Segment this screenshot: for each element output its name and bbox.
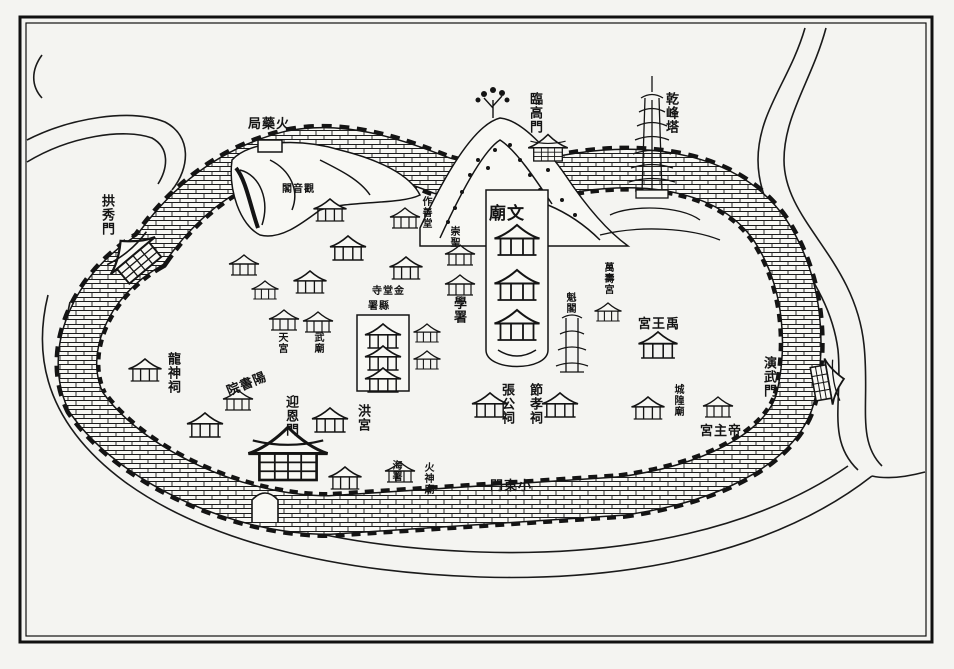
label-gunpowder-bureau: 火藥局 xyxy=(248,117,291,132)
mountain-dots xyxy=(446,143,577,224)
label-jiexiao-shrine: 節孝祠 xyxy=(527,383,542,425)
rocky-hill xyxy=(230,139,422,237)
label-dizhu-palace: 帝主宮 xyxy=(700,424,743,439)
qianfeng-pagoda xyxy=(599,76,721,241)
label-gongxiu-gate: 拱秀門 xyxy=(99,194,114,236)
kui-pavilion xyxy=(555,314,589,373)
label-guanyin-pavilion: 觀音閣 xyxy=(282,184,315,195)
label-tian-palace: 天宮 xyxy=(276,332,287,354)
label-lingao-gate: 臨高門 xyxy=(527,92,542,134)
label-wanshou-palace: 萬壽宮 xyxy=(602,262,613,295)
river-right-3 xyxy=(871,471,926,479)
label-kui-pavilion: 魁閣 xyxy=(564,292,575,314)
gates xyxy=(97,133,849,522)
label-chenghuang-temple: 城隍廟 xyxy=(672,384,683,417)
label-zhang-shrine: 張公祠 xyxy=(499,383,514,425)
river-curve-top-left xyxy=(32,54,43,99)
label-small-east-gate: 小東門 xyxy=(490,479,533,494)
city-wall xyxy=(54,123,825,539)
river-top-left-2 xyxy=(26,133,167,185)
label-qianfeng-pagoda: 乾峰塔 xyxy=(663,92,678,134)
moat-outer xyxy=(41,294,873,579)
label-martial-temple: 武廟 xyxy=(312,332,323,354)
label-hai-office: 海署 xyxy=(390,460,401,482)
label-confucian-temple: 文廟 xyxy=(489,204,525,224)
yingen-gate-arch xyxy=(251,492,279,522)
mountain-tree xyxy=(475,87,510,118)
river-right-2 xyxy=(783,27,883,467)
label-county-office: 縣署 xyxy=(368,301,390,312)
label-chongsheng: 崇聖 xyxy=(448,226,459,248)
label-fire-god-temple: 火神廟 xyxy=(422,462,433,495)
mountain xyxy=(419,117,631,247)
label-dragon-shrine: 龍神祠 xyxy=(165,352,180,394)
label-jintang-temple: 金堂寺 xyxy=(372,286,405,297)
label-yanwu-gate: 演武門 xyxy=(761,356,776,398)
river-top-left-1 xyxy=(26,114,187,191)
gunpowder-bureau-building xyxy=(257,139,283,153)
label-yingen-gate: 迎恩門 xyxy=(283,395,298,437)
confucian-temple-complex xyxy=(485,189,549,368)
label-yuwang-palace: 禹王宮 xyxy=(638,317,681,332)
map-frame xyxy=(18,15,934,644)
label-education-office: 學署 xyxy=(451,296,466,324)
label-hong-palace: 洪宮 xyxy=(355,404,370,432)
label-zuoshan-hall: 作善堂 xyxy=(420,196,431,229)
county-office-complex xyxy=(356,314,410,393)
